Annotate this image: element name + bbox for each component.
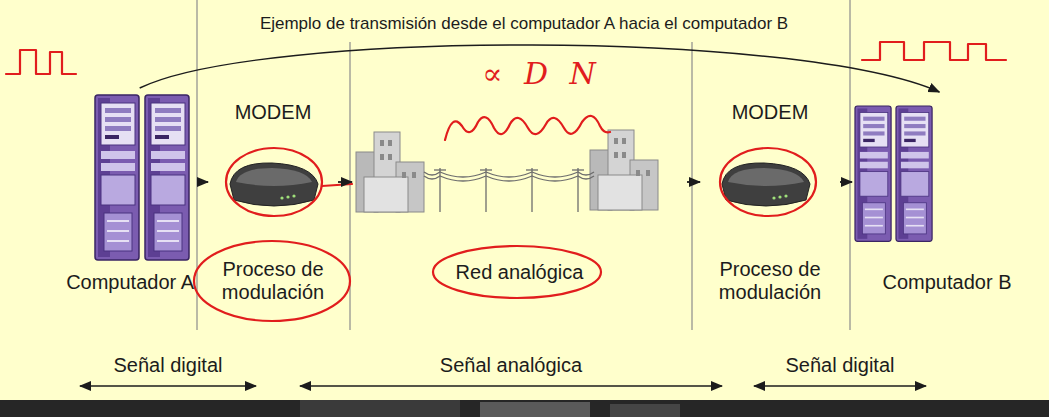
node-label: Computador B	[883, 271, 1012, 294]
red-annotations	[6, 42, 1006, 321]
handwritten-note: ∝ D N	[479, 56, 605, 91]
power-line	[526, 169, 538, 170]
node-label: Computador A	[66, 271, 194, 294]
power-line	[572, 169, 584, 170]
server-computer-b	[855, 106, 932, 241]
node-heading: MODEM	[732, 101, 809, 124]
power-line	[424, 172, 594, 177]
power-line	[434, 169, 446, 170]
city-buildings	[590, 130, 658, 210]
range-arrows	[300, 385, 722, 387]
range-arrows	[754, 385, 926, 387]
server-computer-b	[855, 106, 891, 241]
bottom-photo-strip	[610, 404, 680, 417]
bottom-photo-strip	[0, 400, 1049, 417]
power-line	[577, 168, 578, 212]
transmission-arc	[140, 45, 940, 92]
diagram-title: Ejemplo de transmisión desde el computad…	[200, 13, 848, 35]
server-computer-b	[896, 106, 932, 241]
node-label: Proceso de modulación	[711, 258, 829, 304]
computer-node: Computador A	[36, 88, 198, 300]
signal-arrow	[198, 181, 208, 183]
power-line	[531, 168, 532, 212]
red-annotations	[433, 246, 601, 298]
red-annotations	[6, 50, 76, 74]
signal-type-label: Señal digital	[783, 354, 898, 377]
bottom-photo-strip	[300, 400, 460, 417]
modem-node: MODEM Proceso de modulación	[208, 95, 338, 310]
server-computer-a	[145, 95, 189, 260]
signal-type-label: Señal analógica	[437, 354, 585, 377]
red-annotations	[862, 42, 1006, 60]
column-separators	[196, 0, 197, 330]
modem-icon	[722, 163, 810, 206]
red-annotations	[226, 148, 322, 216]
modem-node: MODEM Proceso de modulación	[700, 95, 840, 310]
modem-icon	[722, 163, 810, 206]
network-node: Red analógica	[352, 120, 687, 290]
city-buildings	[590, 130, 658, 210]
modem-icon	[230, 163, 318, 206]
bottom-photo-strip	[0, 400, 1049, 417]
column-separators	[849, 0, 850, 330]
column-separators	[197, 0, 850, 330]
power-line	[439, 168, 440, 212]
city-buildings	[356, 132, 424, 212]
red-annotations	[322, 184, 352, 186]
node-heading: MODEM	[235, 101, 312, 124]
node-label: Red analógica	[456, 261, 584, 284]
power-line	[480, 169, 492, 170]
range-arrows	[80, 385, 926, 387]
signal-arrow	[840, 181, 852, 183]
signal-arrow	[687, 181, 700, 183]
range-arrows	[80, 385, 256, 387]
computer-node: Computador B	[852, 92, 1042, 300]
column-separators	[691, 42, 692, 330]
modem-icon	[230, 163, 318, 206]
red-annotations	[720, 148, 816, 216]
bottom-photo-strip	[480, 402, 590, 417]
power-line	[485, 168, 486, 212]
signal-type-label: Señal digital	[111, 354, 226, 377]
server-computer-a	[95, 95, 189, 260]
red-annotations	[194, 241, 350, 321]
power-line	[424, 176, 594, 181]
node-label: Proceso de modulación	[214, 258, 332, 304]
city-buildings	[356, 132, 424, 212]
server-computer-a	[95, 95, 139, 260]
signal-arrow	[338, 181, 352, 183]
red-annotations	[445, 116, 610, 140]
power-line	[424, 168, 594, 212]
